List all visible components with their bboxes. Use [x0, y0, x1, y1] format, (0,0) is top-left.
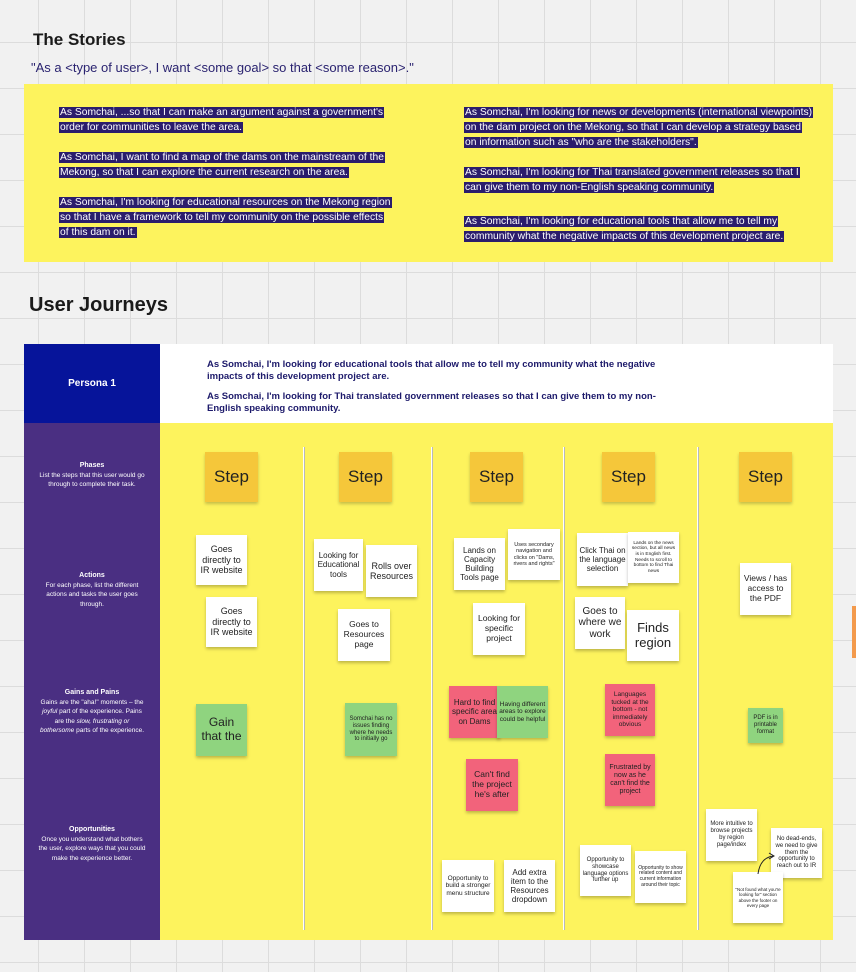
story-item[interactable]: As Somchai, I'm looking for educational … [464, 216, 785, 242]
step-note[interactable]: Step [602, 452, 655, 502]
connector-arrow-icon [757, 852, 775, 875]
story-item[interactable]: As Somchai, I want to find a map of the … [59, 152, 385, 178]
opportunity-note[interactable]: No dead-ends, we need to give them the o… [771, 828, 822, 878]
actions-label: Actions For each phase, list the differe… [45, 572, 139, 608]
story-item[interactable]: As Somchai, ...so that I can make an arg… [59, 107, 385, 133]
column-divider [303, 447, 305, 930]
action-note[interactable]: Looking for specific project [473, 603, 525, 655]
pain-note[interactable]: Can't find the project he's after [466, 759, 518, 811]
pain-note[interactable]: Hard to find specific area on Dams [449, 686, 500, 738]
persona-goal: As Somchai, I'm looking for Thai transla… [207, 391, 656, 414]
opportunity-note[interactable]: Opportunity to showcase language options… [580, 845, 631, 896]
action-note[interactable]: Click Thai on the language selection [577, 533, 628, 586]
step-note[interactable]: Step [470, 452, 523, 502]
stories-left-column: As Somchai, ...so that I can make an arg… [59, 105, 394, 255]
stories-right-column: As Somchai, I'm looking for news or deve… [464, 105, 814, 259]
action-note[interactable]: Goes directly to IR website [196, 535, 247, 585]
stories-template: "As a <type of user>, I want <some goal>… [31, 60, 414, 75]
action-note[interactable]: Lands on the news section, but all news … [628, 532, 679, 583]
stories-title: The Stories [33, 30, 126, 49]
step-note[interactable]: Step [739, 452, 792, 502]
action-note[interactable]: Goes to where we work [575, 597, 625, 649]
persona-goal: As Somchai, I'm looking for educational … [207, 359, 656, 382]
action-note[interactable]: Finds region [627, 610, 679, 661]
story-item[interactable]: As Somchai, I'm looking for news or deve… [464, 107, 814, 148]
persona-goals[interactable]: As Somchai, I'm looking for educational … [207, 359, 667, 423]
column-divider [697, 447, 699, 930]
story-item[interactable]: As Somchai, I'm looking for Thai transla… [464, 167, 800, 193]
action-note[interactable]: Uses secondary navigation and clicks on … [508, 529, 560, 580]
action-note[interactable]: Goes directly to IR website [206, 597, 257, 647]
column-divider [563, 447, 565, 930]
opportunities-label: Opportunities Once you understand what b… [38, 826, 146, 862]
gain-note[interactable]: Somchai has no issues finding where he n… [345, 703, 397, 756]
phases-label: Phases List the steps that this user wou… [39, 462, 145, 488]
right-edge-tab[interactable] [852, 606, 856, 658]
gains-pains-label: Gains and Pains Gains are the "aha!" mom… [39, 689, 145, 734]
action-note[interactable]: Lands on Capacity Building Tools page [454, 538, 505, 590]
opportunity-note[interactable]: "Not found what you're looking for" sect… [733, 872, 783, 923]
action-note[interactable]: Views / has access to the PDF [740, 563, 791, 615]
step-note[interactable]: Step [205, 452, 258, 502]
opportunity-note[interactable]: Opportunity to show related content and … [635, 851, 686, 903]
persona-row: Persona 1 As Somchai, I'm looking for ed… [24, 344, 833, 423]
opportunity-note[interactable]: Add extra item to the Resources dropdown [504, 860, 555, 912]
action-note[interactable]: Goes to Resources page [338, 609, 390, 661]
opportunity-note[interactable]: Opportunity to build a stronger menu str… [442, 860, 494, 912]
step-note[interactable]: Step [339, 452, 392, 502]
opportunity-note[interactable]: More intuitive to browse projects by reg… [706, 809, 757, 861]
pain-note[interactable]: Languages tucked at the bottom - not imm… [605, 684, 655, 736]
journeys-title: User Journeys [29, 294, 168, 316]
action-note[interactable]: Looking for Educational tools [314, 539, 363, 591]
column-divider [431, 447, 433, 930]
action-note[interactable]: Rolls over Resources [366, 545, 417, 597]
gain-note[interactable]: Gain that the [196, 704, 247, 756]
stories-board[interactable]: As Somchai, ...so that I can make an arg… [24, 84, 833, 262]
story-item[interactable]: As Somchai, I'm looking for educational … [59, 197, 392, 238]
pain-note[interactable]: Frustrated by now as he can't find the p… [605, 754, 655, 806]
persona-label[interactable]: Persona 1 [24, 344, 160, 423]
journey-side-panel: Phases List the steps that this user wou… [24, 423, 160, 940]
gain-note[interactable]: PDF is in printable format [748, 708, 783, 743]
gain-note[interactable]: Having different areas to explore could … [497, 686, 548, 738]
